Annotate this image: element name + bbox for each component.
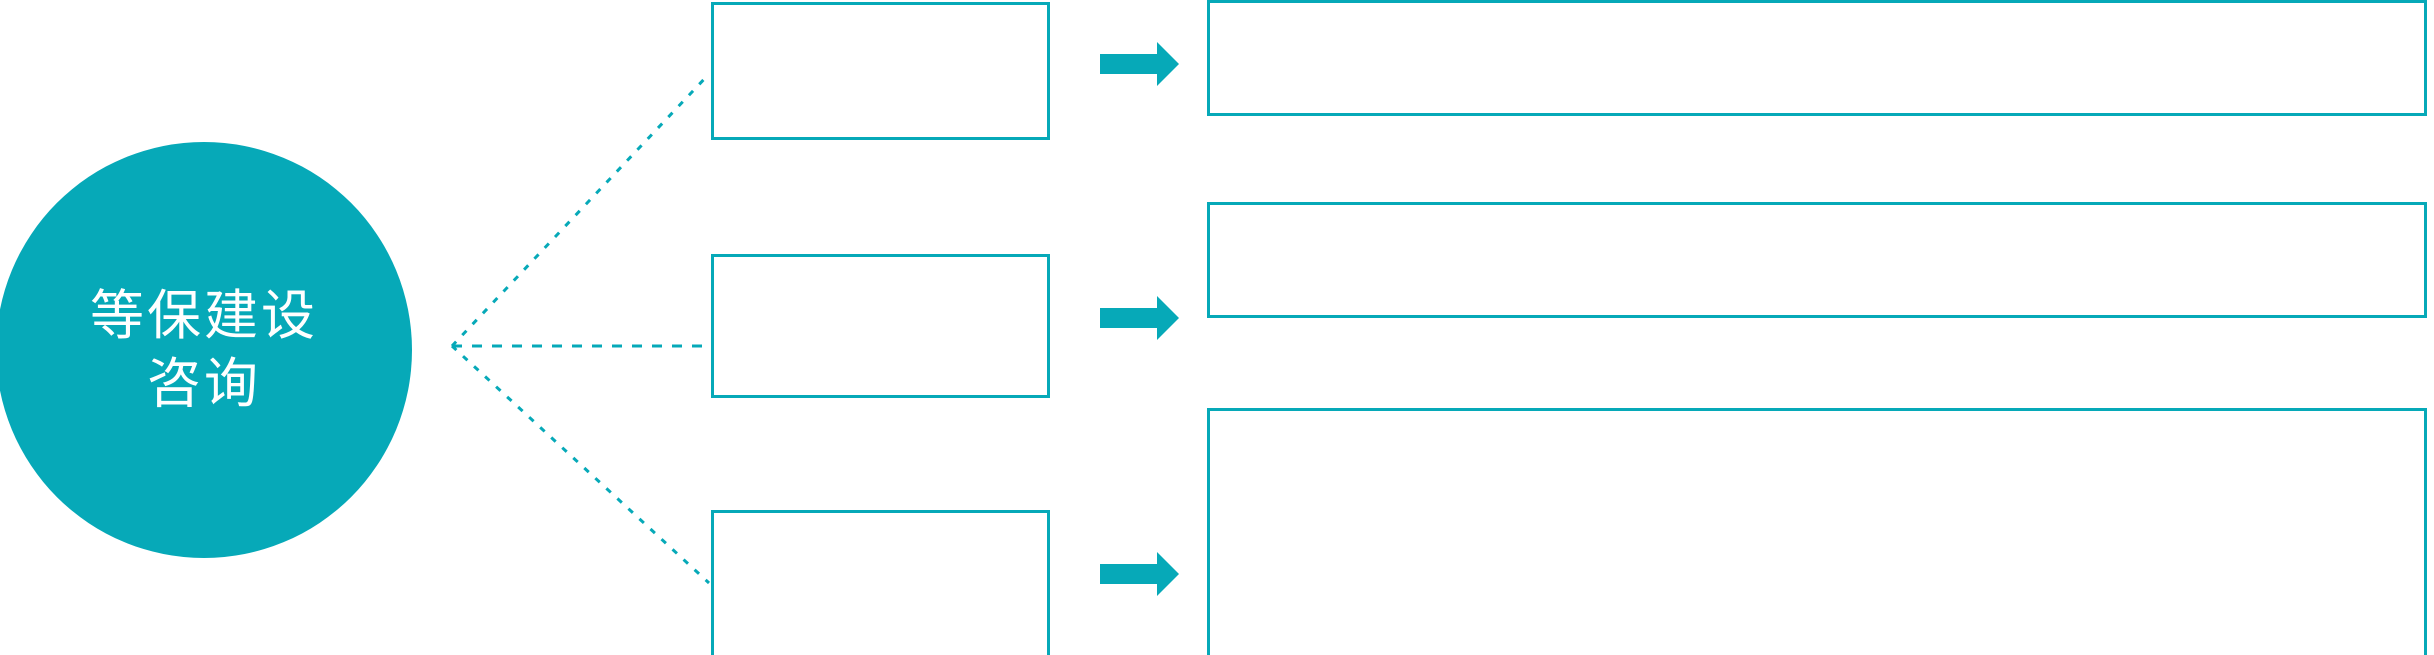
stage-box[interactable] [711,2,1050,140]
stage-box-label [714,5,1047,34]
detail-box[interactable] [1207,202,2427,318]
hub-label-line-2: 咨询 [147,354,261,414]
detail-box[interactable] [1207,408,2427,655]
hub-circle: 等保建设 咨询 [0,142,412,558]
arrow-right-icon [1100,42,1179,86]
stage-box[interactable] [711,254,1050,398]
connector-line-top [450,72,711,348]
connector-line-bottom [450,344,711,585]
hub-label-line-1: 等保建设 [90,285,318,346]
arrow-right-icon [1100,296,1179,340]
detail-box-label [1210,205,2424,234]
stage-box[interactable] [711,510,1050,655]
stage-box-label [714,513,1047,542]
stage-box-label [714,257,1047,286]
arrow-right-icon [1100,552,1179,596]
detail-box-label [1210,411,2424,440]
detail-box[interactable] [1207,0,2427,116]
detail-box-label [1210,3,2424,32]
